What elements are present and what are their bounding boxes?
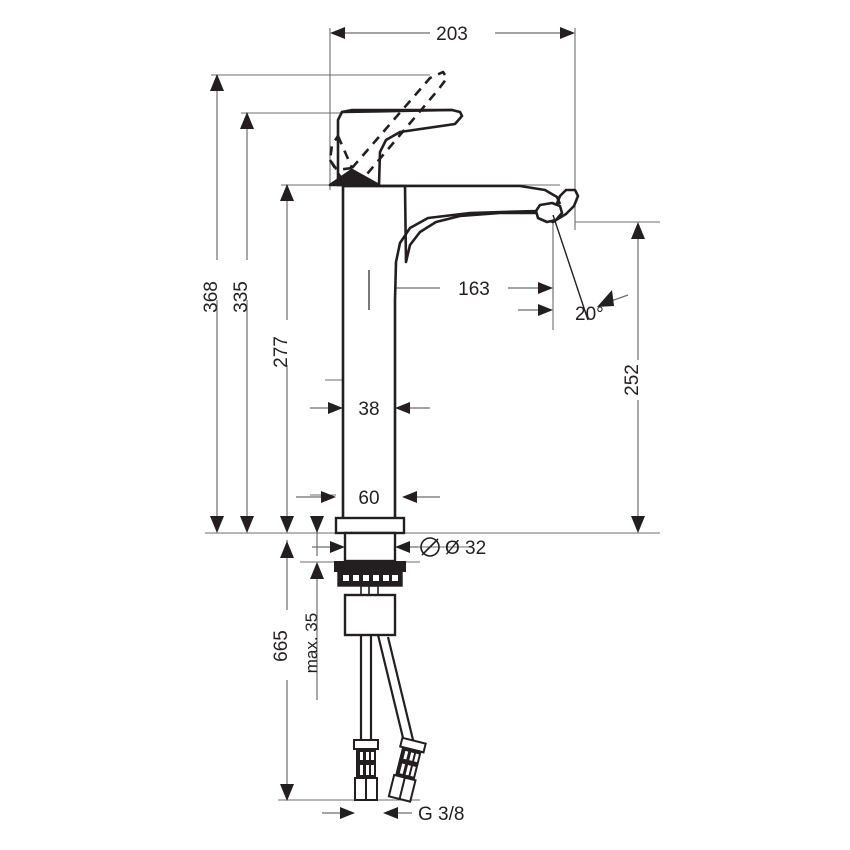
- dim-label-368: 368: [201, 281, 222, 313]
- dim-label-277: 277: [271, 336, 292, 368]
- mounting-washer: [334, 561, 406, 572]
- lever-raised-dashed: [328, 70, 449, 187]
- dimension-extension-lines: [205, 28, 660, 801]
- dim-label-max-35: max. 35: [302, 613, 321, 673]
- dim-label-g38-thread: G 3/8: [418, 804, 464, 825]
- spout-outlet: [534, 201, 564, 224]
- dim-label-diameter-32: Ø 32: [445, 538, 486, 559]
- dim-label-665: 665: [271, 630, 292, 662]
- diameter-symbol-icon: [420, 537, 440, 557]
- hose-fitting-right-detail: [399, 750, 419, 777]
- fixing-nut-teeth: [343, 575, 398, 581]
- spout-body: [341, 184, 580, 532]
- dim-label-20-degrees: 20°: [575, 304, 604, 325]
- spout-top-profile: [343, 184, 562, 205]
- hose-fitting-left-detail: [360, 752, 374, 775]
- connection-block: [343, 593, 397, 637]
- faucet-outline: [328, 108, 464, 187]
- dimension-arrowheads: [210, 27, 645, 819]
- angle-leader-line: [552, 214, 589, 321]
- dim-label-335: 335: [231, 281, 252, 313]
- spout-outline: [341, 184, 580, 532]
- mounting-shank: [343, 531, 397, 563]
- dim-label-252: 252: [622, 364, 643, 396]
- supply-hose-right: [376, 634, 416, 745]
- dim-label-203: 203: [436, 24, 468, 45]
- fixing-nut-tab: [360, 585, 379, 596]
- dim-label-38: 38: [358, 399, 379, 420]
- base-escutcheon: [334, 516, 406, 535]
- lever-fold-line: [340, 108, 454, 114]
- dim-label-60: 60: [358, 488, 379, 509]
- supply-hose-left: [359, 635, 373, 740]
- dim-label-163: 163: [458, 279, 490, 300]
